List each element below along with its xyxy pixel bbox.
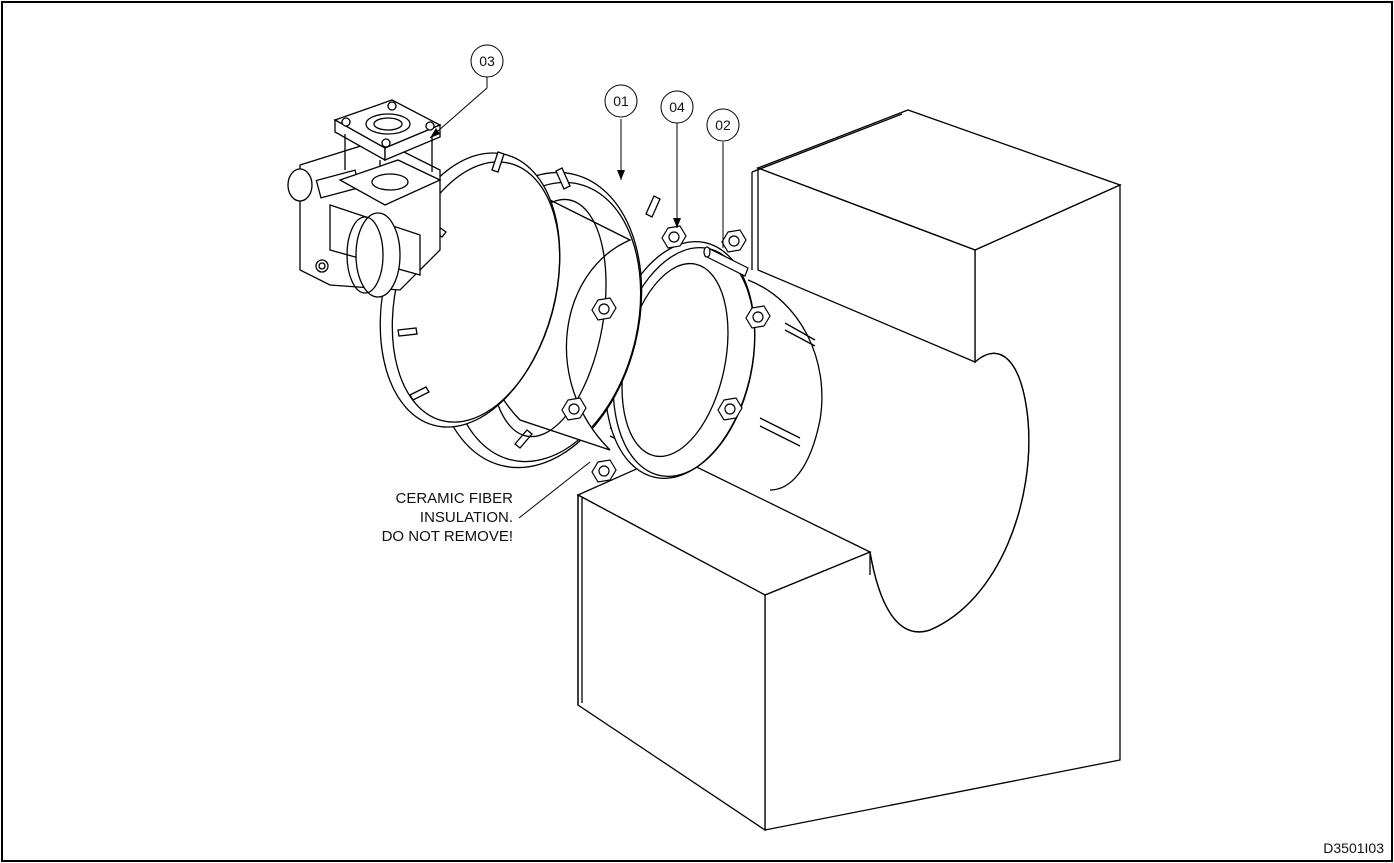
valve-assembly: [288, 100, 440, 297]
refractory-block: [578, 110, 1120, 830]
leader-arrows: [430, 128, 681, 228]
front-flange-ring: [585, 228, 776, 493]
nut: [592, 460, 616, 482]
drawing-number: D3501I03: [1323, 840, 1384, 856]
block-cylindrical-cut: [870, 353, 1029, 632]
note-line-1: CERAMIC FIBER: [395, 490, 513, 507]
callout-02-label: 02: [715, 117, 731, 133]
callout-04-label: 04: [669, 99, 685, 115]
valve-cap: [288, 169, 312, 201]
nut: [722, 230, 746, 252]
nut: [746, 306, 770, 328]
stud-pin: [704, 247, 748, 276]
insulation-note: CERAMIC FIBER INSULATION. DO NOT REMOVE!: [382, 490, 514, 545]
callout-02: 02: [707, 109, 739, 141]
note-line-3: DO NOT REMOVE!: [382, 528, 513, 545]
nut: [662, 226, 686, 248]
nut: [562, 398, 586, 420]
note-line-2: INSULATION.: [420, 509, 513, 526]
hex-nuts: [562, 226, 770, 482]
callout-04: 04: [661, 91, 693, 123]
callout-01-label: 01: [613, 93, 629, 109]
callout-leaders: [430, 76, 723, 518]
callout-03-label: 03: [479, 53, 495, 69]
callout-03: 03: [471, 45, 503, 77]
sight-glass: [366, 114, 410, 134]
nut: [718, 398, 742, 420]
callout-01: 01: [605, 85, 637, 117]
valve-collar: [356, 213, 400, 297]
nut: [592, 298, 616, 320]
